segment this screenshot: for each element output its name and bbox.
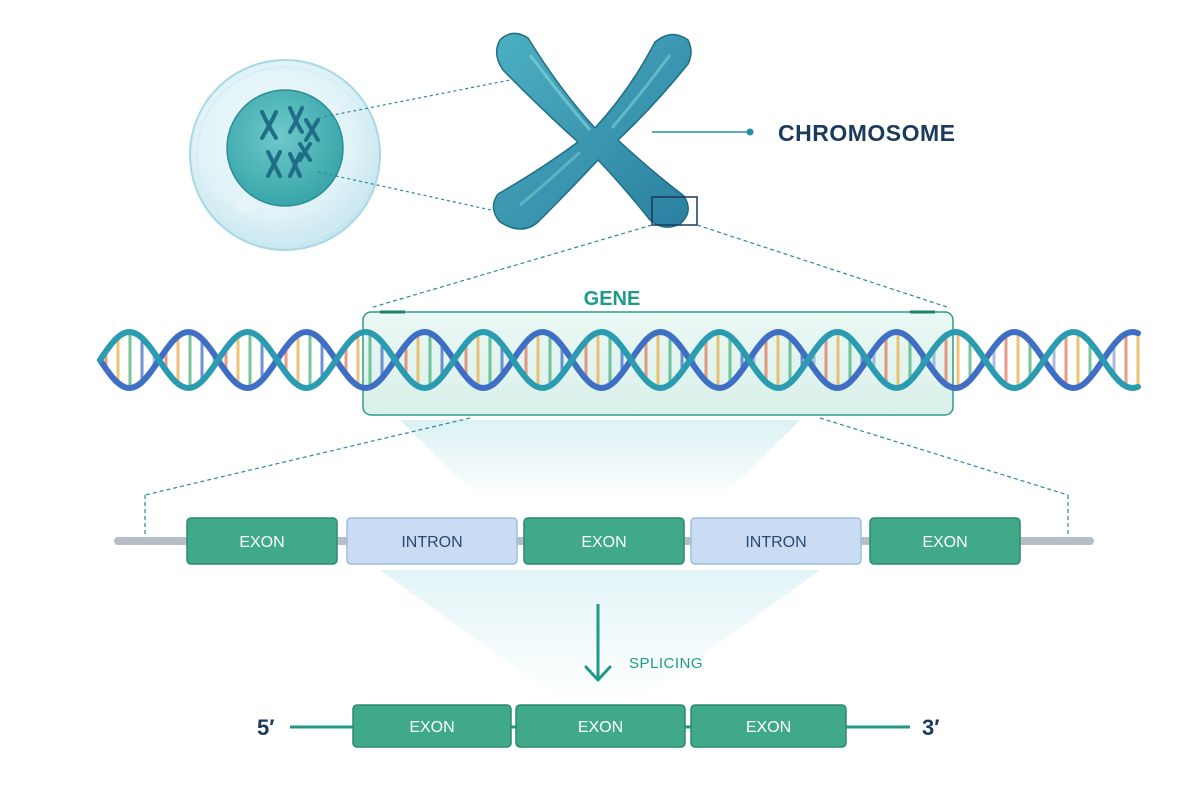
splicing-label: SPLICING xyxy=(629,655,703,672)
exon-block: EXON xyxy=(869,517,1021,565)
pointer-dot xyxy=(746,128,754,136)
zoom-line xyxy=(317,77,521,119)
gene-label: GENE xyxy=(584,288,641,310)
three-prime-label: 3′ xyxy=(922,715,940,740)
intron-label: INTRON xyxy=(401,534,462,551)
mature-mrna-segments: EXON EXON EXON xyxy=(352,704,847,748)
exon-block: EXON xyxy=(186,517,338,565)
nucleus-chromosomes xyxy=(260,106,320,178)
splicing-glow xyxy=(380,570,820,700)
nucleus xyxy=(226,89,344,207)
zoom-line xyxy=(819,417,1069,496)
zoom-square xyxy=(651,196,698,226)
gene-glow xyxy=(400,420,800,500)
chromosome-icon xyxy=(492,32,692,230)
dna-strand xyxy=(97,328,1141,392)
exon-label: EXON xyxy=(409,719,454,736)
five-prime-label: 5′ xyxy=(257,715,275,740)
exon-label: EXON xyxy=(746,719,791,736)
exon-block: EXON xyxy=(523,517,685,565)
intron-label: INTRON xyxy=(745,534,806,551)
chromosome-label: CHROMOSOME xyxy=(778,120,956,146)
zoom-line xyxy=(144,417,471,496)
exon-label: EXON xyxy=(922,534,967,551)
zoom-line xyxy=(317,171,501,213)
exon-label: EXON xyxy=(578,719,623,736)
intron-block: INTRON xyxy=(690,517,862,565)
dna-strand xyxy=(97,328,1141,392)
zoom-line xyxy=(696,224,951,309)
exon-block: EXON xyxy=(690,704,847,748)
exon-label: EXON xyxy=(239,534,284,551)
intron-block: INTRON xyxy=(346,517,518,565)
dna-double-helix-icon xyxy=(97,328,1141,392)
exon-label: EXON xyxy=(581,534,626,551)
arrow-down-icon xyxy=(584,604,612,682)
exon-block: EXON xyxy=(515,704,686,748)
exon-block: EXON xyxy=(352,704,512,748)
pre-mrna-segments: EXON INTRON EXON INTRON EXON xyxy=(186,517,1021,565)
